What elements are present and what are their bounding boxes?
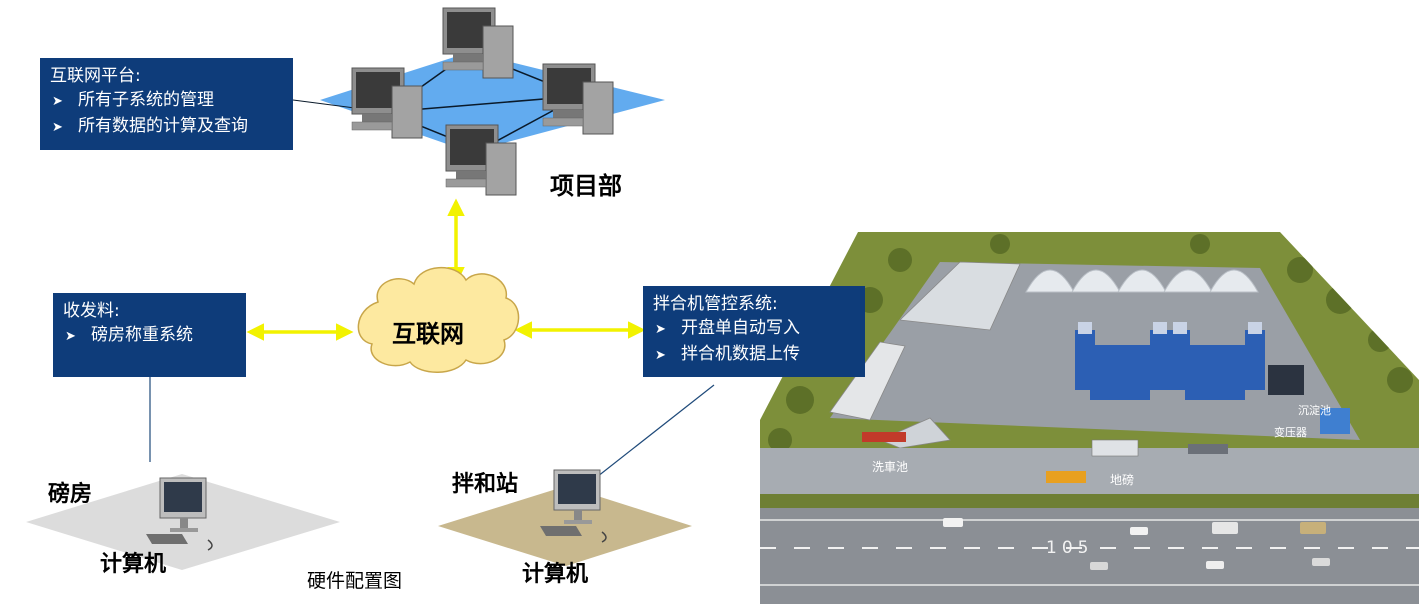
bullet-arrow-icon: ➤ — [655, 322, 666, 337]
server-computer-icon — [542, 63, 614, 135]
receiving-title: 收发料: — [63, 301, 120, 321]
mixer-control-title: 拌合机管控系统: — [653, 294, 778, 314]
list-item: ➤磅房称重系统 — [63, 323, 236, 349]
transformer-label: 变压器 — [1274, 426, 1307, 439]
list-item: ➤所有子系统的管理 — [50, 88, 283, 114]
internet-cloud-icon — [357, 266, 520, 373]
mixer-connector-line — [587, 384, 715, 485]
mixer-control-box: 拌合机管控系统: ➤开盘单自动写入 ➤拌合机数据上传 — [643, 286, 865, 377]
bullet-arrow-icon: ➤ — [52, 94, 63, 109]
bullet-arrow-icon: ➤ — [52, 120, 63, 135]
road-number-label: 105 — [1046, 538, 1094, 558]
internet-label: 互联网 — [392, 320, 464, 348]
server-computer-icon — [442, 7, 514, 79]
receiving-box: 收发料: ➤磅房称重系统 — [53, 293, 246, 377]
computer-label-1: 计算机 — [100, 552, 167, 577]
diagram-caption: 硬件配置图 — [307, 570, 403, 592]
list-item: ➤所有数据的计算及查询 — [50, 114, 283, 140]
project-dept-label: 项目部 — [550, 172, 622, 200]
list-item: ➤拌合机数据上传 — [653, 342, 855, 368]
sediment-tank-label: 沉淀池 — [1298, 404, 1331, 417]
internet-platform-title: 互联网平台: — [50, 66, 141, 86]
bullet-arrow-icon: ➤ — [655, 348, 666, 363]
internet-platform-box: 互联网平台: ➤所有子系统的管理 ➤所有数据的计算及查询 — [40, 58, 293, 150]
bullet-arrow-icon: ➤ — [65, 329, 76, 344]
list-item: ➤开盘单自动写入 — [653, 316, 855, 342]
mixing-station-label: 拌和站 — [452, 472, 519, 497]
car-wash-label: 洗車池 — [872, 460, 909, 474]
weighbridge-house-label: 磅房 — [48, 482, 93, 507]
weighbridge-label: 地磅 — [1110, 473, 1135, 487]
computer-label-2: 计算机 — [522, 562, 589, 587]
